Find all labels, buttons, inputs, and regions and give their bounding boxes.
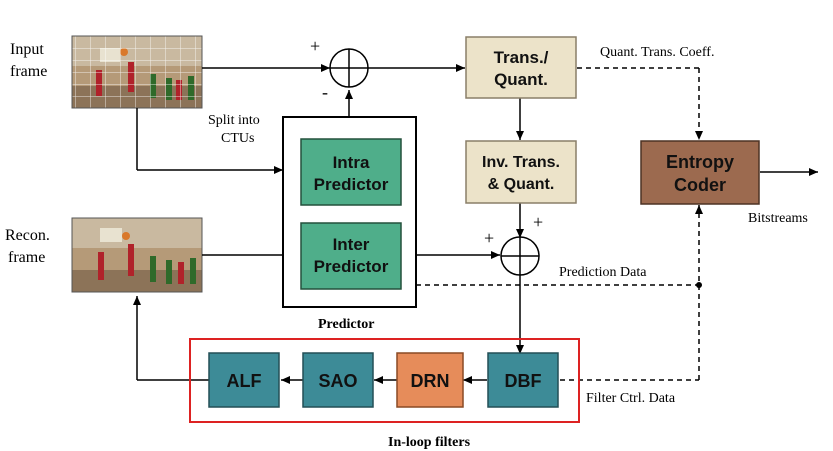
trans-quant-line2: Quant. [494,70,548,89]
dbf-label: DBF [505,371,542,391]
plus-sign-top: + [310,36,320,56]
intra-predictor-block: Intra Predictor [300,138,402,206]
predictor-label: Predictor [318,317,375,332]
filter-ctrl-data-label: Filter Ctrl. Data [586,391,676,406]
minus-sign-top: - [322,82,328,102]
recon-frame-image [71,217,203,293]
recon-frame-label-line1: Recon. [5,227,50,244]
in-loop-filters-frame [189,338,580,423]
sao-label: SAO [318,371,357,391]
in-loop-filters-label: In-loop filters [388,435,471,450]
drn-label: DRN [411,371,450,391]
recon-frame-label-line2: frame [8,249,45,266]
intra-predictor-line2: Predictor [314,175,389,194]
alf-block: ALF [208,352,280,408]
top-summation-node [329,48,369,88]
intra-predictor-line1: Intra [333,153,370,172]
drn-block: DRN [396,352,464,408]
sao-block: SAO [302,352,374,408]
inv-trans-line1: Inv. Trans. [482,154,560,171]
inter-predictor-line2: Predictor [314,257,389,276]
prediction-data-label: Prediction Data [559,265,647,280]
inter-predictor-line1: Inter [333,235,370,254]
inv-trans-block: Inv. Trans. & Quant. [465,140,577,204]
plus-sign-right: + [533,212,543,232]
input-frame-image [71,35,203,109]
entropy-coder-line1: Entropy [666,152,734,172]
inter-predictor-block: Inter Predictor [300,222,402,290]
input-frame-label-line2: frame [10,63,47,80]
quant-coeff-label: Quant. Trans. Coeff. [600,45,714,60]
bitstreams-label: Bitstreams [748,211,808,226]
junction-dot [696,282,702,288]
bottom-summation-node [500,236,540,276]
dbf-block: DBF [487,352,559,408]
entropy-coder-block: Entropy Coder [640,140,760,205]
plus-sign-left: + [484,228,494,248]
inv-trans-line2: & Quant. [488,176,555,193]
split-label-line2: CTUs [221,131,254,146]
alf-label: ALF [227,371,262,391]
entropy-coder-line2: Coder [674,175,726,195]
trans-quant-block: Trans./ Quant. [465,36,577,99]
input-frame-label-line1: Input [10,41,44,58]
split-label-line1: Split into [208,113,260,128]
trans-quant-line1: Trans./ [494,48,549,67]
control-lines [416,67,703,381]
